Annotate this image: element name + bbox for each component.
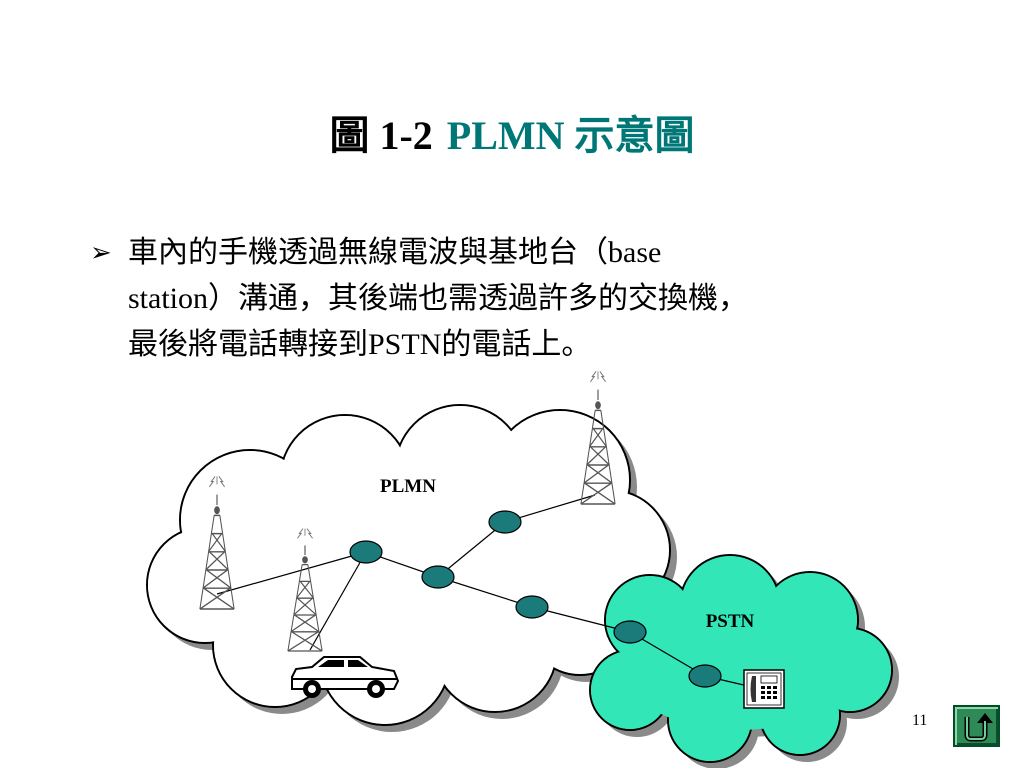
- switch-node: [688, 664, 722, 688]
- switch-node: [613, 620, 647, 644]
- car-icon: [291, 656, 400, 698]
- bullet-line: station）溝通，其後端也需透過許多的交換機，: [128, 282, 748, 315]
- page-number: 11: [912, 712, 928, 729]
- network-nodes: [349, 510, 722, 688]
- pstn-label: PSTN: [706, 611, 755, 632]
- plmn-cloud-fill: [148, 406, 669, 724]
- switch-node: [421, 565, 455, 589]
- switch-node: [515, 595, 549, 619]
- bullet-line: 車內的手機透過無線電波與基地台（base: [128, 236, 662, 269]
- pstn-cloud-fill: [591, 556, 891, 761]
- return-button[interactable]: [953, 705, 1000, 747]
- plmn-label: PLMN: [380, 476, 436, 497]
- bullet-paragraph: ➢ 車內的手機透過無線電波與基地台（base station）溝通，其後端也需透…: [90, 230, 950, 368]
- bullet-line: 最後將電話轉接到PSTN的電話上。: [128, 328, 592, 361]
- switch-node: [488, 510, 522, 534]
- title-accent: PLMN 示意圖: [446, 113, 695, 158]
- return-arrow-icon: [964, 713, 993, 742]
- slide-title: 圖 1-2 PLMN 示意圖: [0, 108, 1024, 164]
- title-prefix: 圖 1-2: [329, 113, 433, 158]
- bullet-arrow-icon: ➢: [90, 238, 112, 267]
- telephone-icon: [743, 669, 785, 709]
- switch-node: [349, 540, 383, 564]
